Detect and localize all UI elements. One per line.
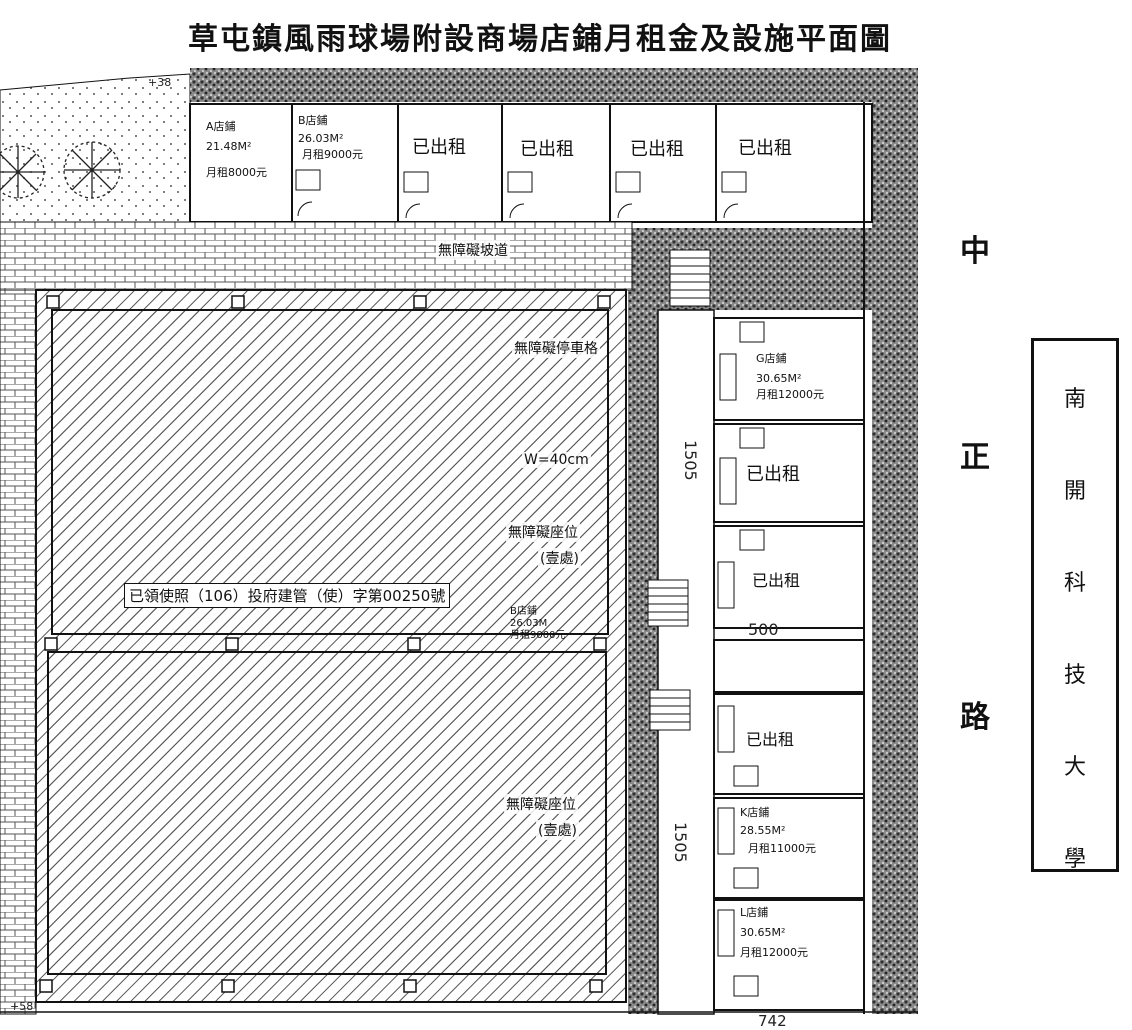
shop-k: K店鋪 28.55M² 月租11000元 (740, 806, 816, 856)
university-char-6: 學 (1063, 847, 1086, 872)
annotation-seat-1: 無障礙座位 (506, 522, 580, 542)
dimension-4: 742 (758, 1012, 787, 1030)
page-title: 草屯鎮風雨球場附設商場店鋪月租金及設施平面圖 (188, 22, 892, 57)
restroom-icons-right (733, 321, 765, 997)
annotation-width: W=40cm (522, 452, 591, 468)
small-shop-rent: 月租9000元 (510, 630, 566, 641)
road-label-char-3: 路 (960, 700, 990, 735)
court-upper (51, 309, 609, 635)
annotation-seat-2-count: (壹處) (536, 820, 579, 840)
column-markers (39, 295, 611, 993)
elevation-top: +38 (148, 76, 172, 89)
tree-icon (0, 145, 45, 199)
small-shop: B店鋪 26.03M 月租9000元 (510, 606, 565, 642)
stone-area-mid (628, 228, 874, 310)
shop-a-area: 21.48M² (206, 140, 252, 153)
shop-l-name: L店鋪 (740, 906, 769, 919)
university-char-4: 技 (1063, 663, 1086, 688)
corridor (657, 309, 715, 1015)
university-char-3: 科 (1063, 571, 1086, 596)
stairs-icon (647, 249, 711, 731)
top-shop-row (189, 103, 873, 223)
shop-c-status: 已出租 (412, 137, 466, 158)
shop-l-area: 30.65M² (740, 926, 786, 939)
dimension-2: 1505 (671, 822, 690, 863)
annotation-ramp: 無障礙坡道 (436, 240, 510, 260)
shop-g-name: G店鋪 (756, 352, 787, 365)
shop-k-rent: 月租11000元 (748, 842, 816, 855)
permit-number: 已領使照（106）投府建管（使）字第00250號 (124, 583, 451, 608)
brick-walkway-left (0, 289, 37, 1015)
shop-g-area: 30.65M² (756, 372, 802, 385)
annotation-parking: 無障礙停車格 (512, 338, 600, 358)
road-label-char-1: 中 (960, 234, 990, 269)
storage-space-labels (717, 353, 737, 957)
stone-strip-left (628, 300, 658, 1014)
shop-b-name: B店鋪 (298, 114, 328, 127)
dimension-1: 1505 (681, 440, 700, 481)
shop-g: G店鋪 30.65M² 月租12000元 (756, 352, 824, 402)
road-label-char-2: 正 (960, 440, 990, 475)
annotation-seat-1-count: (壹處) (538, 548, 581, 568)
stone-wall-top (190, 68, 918, 102)
shop-d-status: 已出租 (520, 139, 574, 160)
tree-icon (63, 141, 121, 199)
shop-g-rent: 月租12000元 (756, 388, 824, 401)
shop-j-status: 已出租 (746, 730, 795, 749)
shop-i-status: 已出租 (752, 571, 801, 590)
shop-a-name: A店鋪 (206, 120, 236, 133)
brick-walkway-top (0, 221, 633, 291)
shop-k-name: K店鋪 (740, 806, 770, 819)
restroom-icons (295, 169, 747, 219)
university-char-5: 大 (1063, 755, 1086, 780)
stone-wall-right (872, 68, 918, 1014)
shop-l-rent: 月租12000元 (740, 946, 808, 959)
elevation-bottom: +58 (10, 1000, 34, 1013)
shop-k-area: 28.55M² (740, 824, 786, 837)
shop-a: A店鋪 21.48M² 月租8000元 (206, 120, 267, 180)
shop-b-area: 26.03M² (298, 132, 344, 145)
small-shop-area: 26.03M (510, 618, 548, 629)
dimension-3: 500 (748, 620, 779, 639)
shop-h-status: 已出租 (746, 464, 800, 485)
small-shop-name: B店鋪 (510, 606, 537, 617)
annotation-seat-2: 無障礙座位 (504, 794, 578, 814)
shop-e-status: 已出租 (630, 139, 684, 160)
shop-b-rent: 月租9000元 (302, 148, 363, 161)
university-char-1: 南 (1063, 387, 1086, 412)
university-label-box: 南 開 科 技 大 學 (1031, 338, 1119, 872)
shop-b: B店鋪 26.03M² 月租9000元 (298, 114, 363, 162)
shop-a-rent: 月租8000元 (206, 166, 267, 179)
shop-f-status: 已出租 (738, 138, 792, 159)
shop-l: L店鋪 30.65M² 月租12000元 (740, 906, 808, 960)
university-char-2: 開 (1063, 479, 1086, 504)
